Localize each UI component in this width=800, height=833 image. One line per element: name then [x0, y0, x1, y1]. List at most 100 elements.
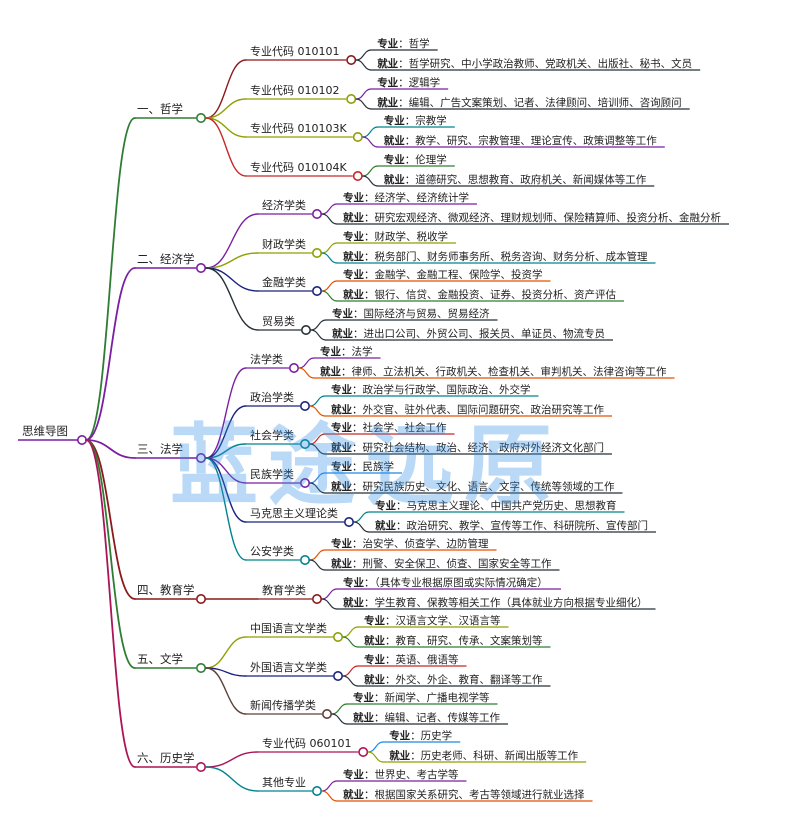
job-text-3-5: 就业：政治研究、教学、宣传等工作、科研院所、宣传部门: [375, 519, 648, 532]
sub-curve-5-3: [205, 667, 247, 715]
sub-curve-3-1: [205, 367, 247, 459]
leaf-curve-major-3-6: [309, 549, 326, 561]
leaf-curve-job-2-3: [321, 290, 338, 302]
major-text-1-4: 专业：伦理学: [384, 153, 447, 166]
major-text-1-3: 专业：宗教学: [384, 114, 447, 127]
leaf-curve-job-2-4: [310, 329, 327, 341]
branch-curve-3: [85, 439, 136, 459]
category-dot-2-1: [311, 209, 322, 220]
leaf-curve-major-2-2: [321, 242, 338, 254]
major-text-3-2: 专业：政治学与行政学、国际政治、外交学: [331, 383, 531, 396]
leaf-curve-job-5-1: [342, 636, 359, 648]
category-dot-1-4: [352, 171, 363, 182]
leaf-curve-job-2-1: [321, 213, 338, 225]
major-text-1-1: 专业：哲学: [377, 37, 430, 50]
job-text-5-3: 就业：编辑、记者、传媒等工作: [353, 711, 500, 724]
sub-curve-2-3: [205, 267, 259, 292]
category-dot-3-5: [343, 516, 354, 527]
discipline-label-2: 二、经济学: [137, 252, 195, 266]
category-dot-4-1: [311, 593, 322, 604]
job-text-2-2: 就业：税务部门、财务师事务所、税务咨询、财务分析、成本管理: [343, 250, 648, 263]
leaf-curve-major-3-3: [309, 433, 326, 445]
job-text-2-3: 就业：银行、信贷、金融投资、证券、投资分析、资产评估: [343, 288, 616, 301]
leaf-curve-job-5-2: [342, 675, 359, 687]
leaf-curve-job-3-3: [309, 443, 326, 455]
job-text-3-2: 就业：外交官、驻外代表、国际问题研究、政治研究等工作: [331, 403, 604, 416]
category-label-2-3: 金融学类: [262, 275, 306, 289]
sub-curve-2-2: [205, 252, 259, 269]
category-label-3-6: 公安学类: [250, 544, 294, 558]
job-text-1-2: 就业：编辑、广告文案策划、记者、法律顾问、培训师、咨询顾问: [377, 96, 682, 109]
sub-curve-1-1: [205, 59, 247, 119]
leaf-curve-job-4-1: [321, 598, 338, 610]
category-dot-3-3: [299, 438, 310, 449]
major-text-6-2: 专业：世界史、考古学等: [343, 768, 459, 781]
sub-curve-2-1: [205, 213, 259, 269]
leaf-curve-job-3-6: [309, 559, 326, 571]
sub-curve-3-6: [205, 457, 247, 561]
discipline-dot-5: [196, 662, 207, 673]
category-dot-1-2: [346, 94, 357, 105]
category-label-4-1: 教育学类: [262, 583, 306, 597]
leaf-curve-job-2-2: [321, 252, 338, 264]
discipline-label-4: 四、教育学: [137, 583, 195, 597]
category-label-2-4: 贸易类: [262, 314, 295, 328]
branch-curve-2: [85, 267, 136, 441]
category-label-5-2: 外国语言文学类: [250, 660, 327, 674]
category-label-3-3: 社会学类: [250, 428, 294, 442]
leaf-curve-major-1-4: [362, 165, 379, 177]
sub-curve-3-3: [205, 443, 247, 459]
category-dot-2-2: [311, 248, 322, 259]
job-text-3-3: 就业：研究社会结构、政治、经济、政府对外经济文化部门: [331, 441, 604, 454]
job-text-5-1: 就业：教育、研究、传承、文案策划等: [364, 634, 543, 647]
job-text-3-6: 就业：刑警、安全保卫、侦查、国家安全等工作: [331, 557, 552, 570]
category-label-3-4: 民族学类: [250, 467, 294, 481]
category-dot-3-1: [288, 362, 299, 373]
category-dot-6-2: [311, 785, 322, 796]
category-label-2-2: 财政学类: [262, 237, 306, 251]
major-text-3-4: 专业：民族学: [331, 460, 394, 473]
branch-curve-1: [85, 117, 136, 441]
category-dot-1-1: [346, 54, 357, 65]
leaf-curve-job-1-4: [362, 175, 379, 187]
major-text-2-4: 专业：国际经济与贸易、贸易经济: [332, 307, 490, 320]
sub-curve-6-2: [205, 766, 259, 792]
leaf-curve-major-3-1: [298, 357, 315, 369]
major-text-4-1: 专业：（具体专业根据原图或实际情况确定）: [343, 576, 548, 589]
category-dot-5-2: [332, 670, 343, 681]
branch-curve-5: [85, 439, 136, 669]
job-text-6-2: 就业：根据国家关系研究、考古等领域进行就业选择: [343, 788, 585, 801]
category-label-6-2: 其他专业: [262, 775, 306, 789]
leaf-curve-job-3-5: [353, 521, 370, 533]
branch-curve-6: [85, 439, 136, 768]
category-label-1-3: 专业代码 010103K: [250, 121, 347, 135]
leaf-curve-job-1-1: [355, 59, 372, 71]
category-dot-2-4: [300, 324, 311, 335]
leaf-curve-job-3-2: [309, 405, 326, 417]
job-text-4-1: 就业：学生教育、保教等相关工作（具体就业方向根据专业细化）: [343, 596, 648, 609]
leaf-curve-job-3-4: [309, 482, 326, 494]
job-text-2-1: 就业：研究宏观经济、微观经济、理财规划师、保险精算师、投资分析、金融分析: [343, 211, 721, 224]
leaf-curve-major-2-4: [310, 319, 327, 331]
leaf-curve-job-6-2: [321, 790, 338, 802]
leaf-curve-major-3-2: [309, 395, 326, 407]
discipline-dot-3: [196, 452, 207, 463]
category-label-1-4: 专业代码 010104K: [250, 160, 347, 174]
leaf-curve-major-5-1: [342, 626, 359, 638]
leaf-curve-major-3-4: [309, 472, 326, 484]
leaf-curve-major-2-3: [321, 280, 338, 292]
category-dot-5-1: [332, 631, 343, 642]
discipline-label-5: 五、文学: [137, 652, 183, 666]
leaf-curve-job-1-3: [362, 136, 379, 148]
branch-curve-4: [85, 439, 136, 600]
category-dot-1-3: [352, 132, 363, 143]
sub-curve-5-1: [205, 636, 247, 669]
category-label-3-1: 法学类: [250, 352, 283, 366]
category-label-3-2: 政治学类: [250, 390, 294, 404]
discipline-dot-6: [196, 761, 207, 772]
leaf-curve-major-1-1: [355, 49, 372, 61]
job-text-6-1: 就业：历史老师、科研、新闻出版等工作: [389, 749, 578, 762]
job-text-2-4: 就业：进出口公司、外贸公司、报关员、单证员、物流专员: [332, 327, 605, 340]
leaf-curve-major-6-2: [321, 780, 338, 792]
